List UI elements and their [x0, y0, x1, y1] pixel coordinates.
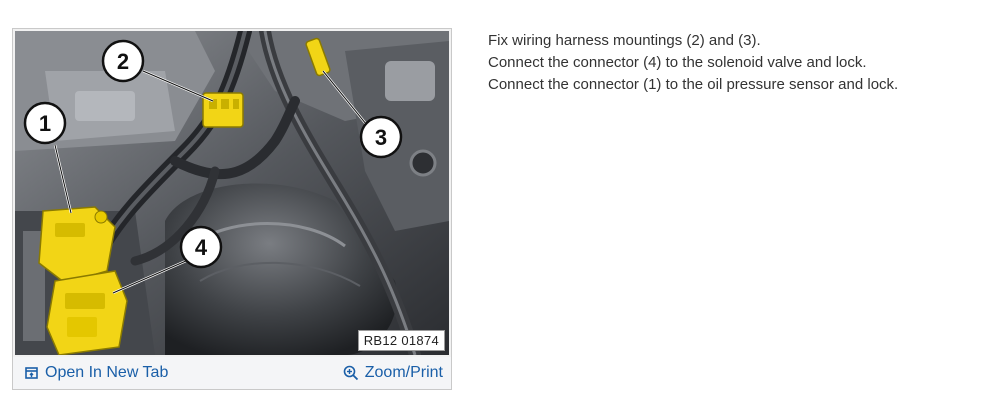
- figure-toolbar: Open In New Tab Zoom/Print: [13, 357, 451, 389]
- svg-text:4: 4: [195, 235, 208, 260]
- connector-1: [38, 206, 116, 284]
- harness-highlight: [93, 31, 247, 263]
- svg-text:3: 3: [375, 125, 387, 150]
- svg-text:2: 2: [117, 49, 129, 74]
- open-in-new-tab-link[interactable]: Open In New Tab: [25, 364, 168, 382]
- bracket-right: [385, 61, 435, 101]
- oil-filter-housing: [165, 183, 397, 355]
- callout-line-2-core: [142, 70, 214, 102]
- connector-2: [202, 92, 244, 128]
- callout-3: 3: [359, 115, 403, 159]
- callout-1: 1: [23, 101, 67, 145]
- connector-4: [46, 270, 128, 355]
- harness-branch-lower: [130, 166, 220, 266]
- callout-line-1-core: [54, 144, 72, 214]
- cover-plate: [75, 91, 135, 121]
- harness-branch: [170, 96, 300, 180]
- callout-4: 4: [179, 225, 223, 269]
- instruction-text: Fix wiring harness mountings (2) and (3)…: [488, 30, 983, 96]
- zoom-print-link[interactable]: Zoom/Print: [343, 364, 443, 382]
- open-in-new-tab-label: Open In New Tab: [45, 364, 169, 381]
- instruction-line-3: Connect the connector (1) to the oil pre…: [488, 76, 899, 93]
- open-in-new-tab-icon: [25, 367, 38, 379]
- zoom-in-icon: [343, 365, 358, 381]
- figure-panel: 2 3 1 4 RB12 01874 Open In New T: [12, 28, 452, 390]
- housing-ridge: [199, 261, 361, 287]
- svg-text:1: 1: [39, 111, 51, 136]
- callout-line-4-core: [112, 256, 196, 294]
- engine-wiring-photo[interactable]: 2 3 1 4 RB12 01874: [15, 31, 449, 355]
- mount-bolt: [409, 149, 437, 177]
- callout-2: 2: [101, 39, 145, 83]
- zoom-print-label: Zoom/Print: [364, 364, 443, 381]
- figure-reference-code: RB12 01874: [357, 330, 445, 351]
- harness-right-highlight: [263, 31, 417, 355]
- instruction-line-2: Connect the connector (4) to the solenoi…: [488, 54, 867, 71]
- engine-wiring-illustration: 2 3 1 4: [15, 31, 449, 355]
- instruction-line-1: Fix wiring harness mountings (2) and (3)…: [488, 32, 761, 49]
